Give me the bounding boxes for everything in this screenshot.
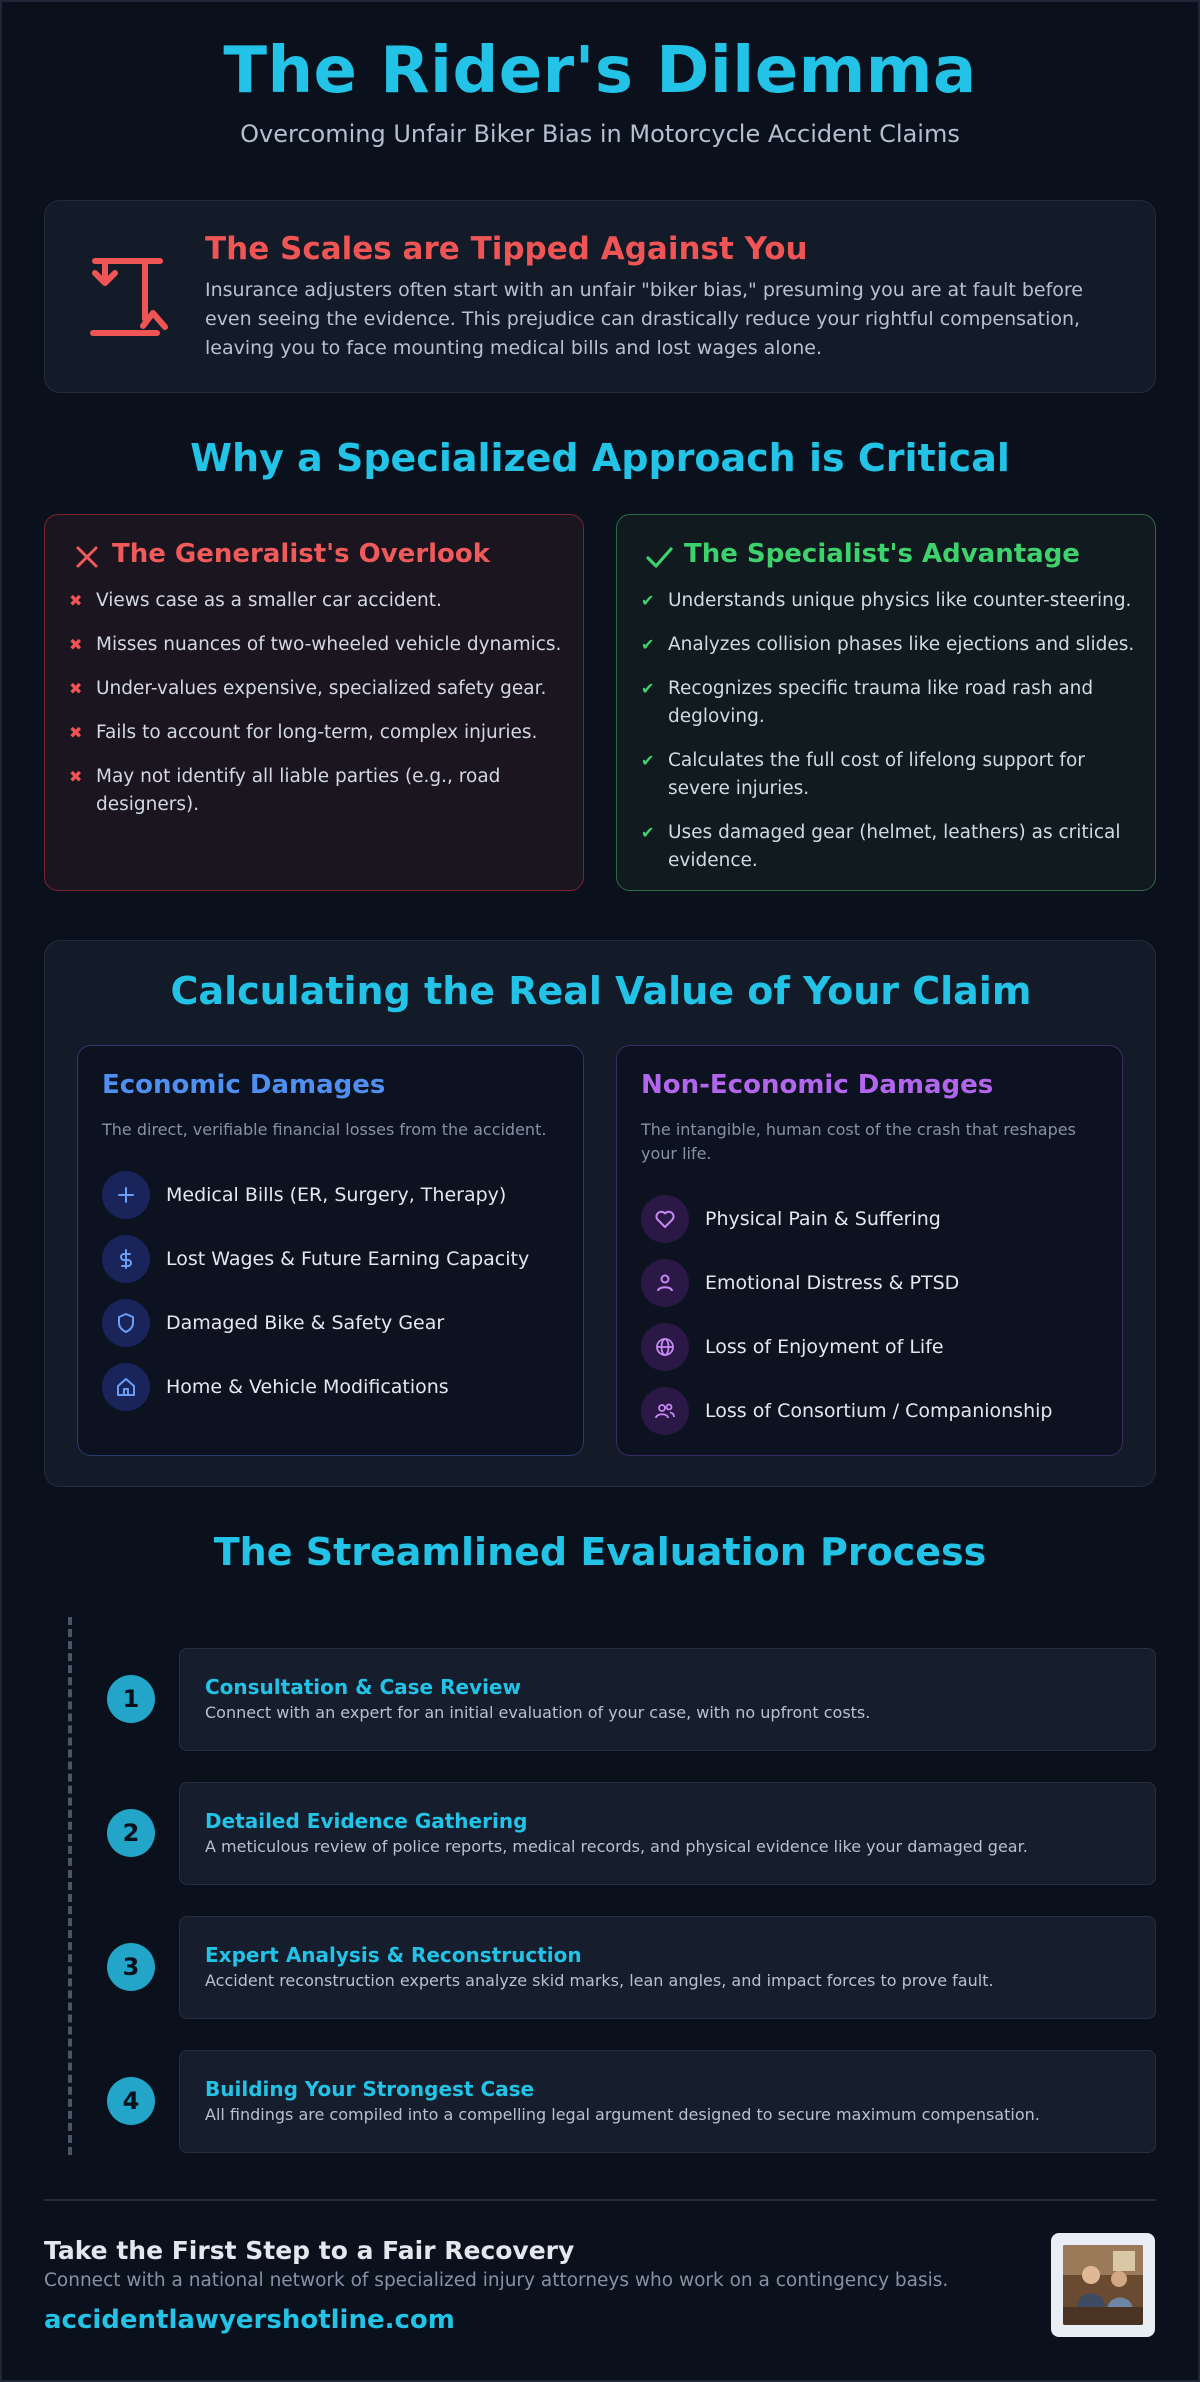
- consultation-photo: [1051, 2233, 1155, 2337]
- specialist-title: The Specialist's Advantage: [684, 539, 1080, 569]
- economic-description: The direct, verifiable financial losses …: [102, 1120, 547, 1139]
- non-economic-description: The intangible, human cost of the crash …: [641, 1120, 1076, 1163]
- users-icon: [641, 1387, 689, 1435]
- process-title: The Streamlined Evaluation Process: [213, 1530, 987, 1574]
- step-title: Detailed Evidence Gathering: [205, 1809, 528, 1833]
- user-icon: [641, 1259, 689, 1307]
- shield-icon: [102, 1299, 150, 1347]
- check-mark-icon: ✔: [641, 591, 655, 610]
- approach-title: Why a Specialized Approach is Critical: [190, 436, 1010, 480]
- list-item: ✖Views case as a smaller car accident.: [69, 587, 569, 615]
- check-mark-icon: ✔: [641, 679, 655, 698]
- page-title: The Rider's Dilemma: [223, 34, 977, 108]
- economic-damages-card: Economic Damages The direct, verifiable …: [77, 1045, 584, 1456]
- dollar-icon: [102, 1235, 150, 1283]
- website-link[interactable]: accidentlawyershotline.com: [44, 2305, 455, 2335]
- step-card: Consultation & Case Review Connect with …: [179, 1648, 1156, 1751]
- list-item: Damaged Bike & Safety Gear: [102, 1291, 572, 1355]
- footer-subtitle: Connect with a national network of speci…: [44, 2270, 949, 2291]
- list-item: ✔Calculates the full cost of lifelong su…: [641, 747, 1141, 803]
- cross-mark-icon: ✖: [69, 767, 83, 786]
- non-economic-title: Non-Economic Damages: [641, 1070, 994, 1100]
- step-title: Building Your Strongest Case: [205, 2077, 535, 2101]
- list-item: Loss of Enjoyment of Life: [641, 1315, 1111, 1379]
- page-subtitle: Overcoming Unfair Biker Bias in Motorcyc…: [240, 120, 960, 148]
- list-item: ✖Under-values expensive, specialized saf…: [69, 675, 569, 703]
- specialist-card: The Specialist's Advantage ✔Understands …: [616, 514, 1156, 891]
- list-item: Home & Vehicle Modifications: [102, 1355, 572, 1419]
- step-number: 1: [107, 1675, 155, 1723]
- globe-icon: [641, 1323, 689, 1371]
- bias-title: The Scales are Tipped Against You: [205, 231, 808, 267]
- list-item: ✖Fails to account for long-term, complex…: [69, 719, 569, 747]
- cross-mark-icon: ✖: [69, 635, 83, 654]
- list-item: Medical Bills (ER, Surgery, Therapy): [102, 1163, 572, 1227]
- claim-value-section: Calculating the Real Value of Your Claim…: [44, 940, 1156, 1487]
- step-card: Building Your Strongest Case All finding…: [179, 2050, 1156, 2153]
- check-mark-icon: ✔: [641, 823, 655, 842]
- list-item: ✔Understands unique physics like counter…: [641, 587, 1141, 615]
- cross-mark-icon: ✖: [69, 679, 83, 698]
- bias-card: The Scales are Tipped Against You Insura…: [44, 200, 1156, 393]
- timeline-line: [68, 1617, 72, 2155]
- consultation-image: [1063, 2245, 1143, 2325]
- step-number: 3: [107, 1943, 155, 1991]
- home-icon: [102, 1363, 150, 1411]
- footer-title: Take the First Step to a Fair Recovery: [44, 2236, 575, 2265]
- check-mark-icon: ✔: [641, 635, 655, 654]
- list-item: ✔Analyzes collision phases like ejection…: [641, 631, 1141, 659]
- bias-text: Insurance adjusters often start with an …: [205, 279, 1083, 359]
- step-title: Consultation & Case Review: [205, 1675, 521, 1699]
- list-item: Physical Pain & Suffering: [641, 1187, 1111, 1251]
- x-icon: [76, 546, 98, 568]
- non-economic-damages-card: Non-Economic Damages The intangible, hum…: [616, 1045, 1123, 1456]
- heart-icon: [641, 1195, 689, 1243]
- list-item: ✔Uses damaged gear (helmet, leathers) as…: [641, 819, 1141, 875]
- cross-mark-icon: ✖: [69, 723, 83, 742]
- list-item: Lost Wages & Future Earning Capacity: [102, 1227, 572, 1291]
- step-text: All findings are compiled into a compell…: [205, 2105, 1040, 2124]
- check-mark-icon: ✔: [641, 751, 655, 770]
- footer-divider: [44, 2199, 1156, 2201]
- list-item: ✖Misses nuances of two-wheeled vehicle d…: [69, 631, 569, 659]
- step-card: Detailed Evidence Gathering A meticulous…: [179, 1782, 1156, 1885]
- specialist-list: ✔Understands unique physics like counter…: [641, 587, 1141, 891]
- step-title: Expert Analysis & Reconstruction: [205, 1943, 582, 1967]
- generalist-list: ✖Views case as a smaller car accident. ✖…: [69, 587, 569, 835]
- claim-value-title: Calculating the Real Value of Your Claim: [170, 969, 1032, 1013]
- cross-mark-icon: ✖: [69, 591, 83, 610]
- step-number: 2: [107, 1809, 155, 1857]
- list-item: ✖May not identify all liable parties (e.…: [69, 763, 569, 819]
- generalist-title: The Generalist's Overlook: [112, 539, 491, 569]
- step-text: Connect with an expert for an initial ev…: [205, 1703, 871, 1722]
- list-item: Loss of Consortium / Companionship: [641, 1379, 1111, 1443]
- step-text: A meticulous review of police reports, m…: [205, 1837, 1028, 1856]
- step-card: Expert Analysis & Reconstruction Acciden…: [179, 1916, 1156, 2019]
- step-text: Accident reconstruction experts analyze …: [205, 1971, 994, 1990]
- step-number: 4: [107, 2077, 155, 2125]
- list-item: Emotional Distress & PTSD: [641, 1251, 1111, 1315]
- economic-title: Economic Damages: [102, 1070, 386, 1100]
- checkmark-icon: [646, 547, 673, 568]
- list-item: ✔Recognizes specific trauma like road ra…: [641, 675, 1141, 731]
- generalist-card: The Generalist's Overlook ✖Views case as…: [44, 514, 584, 891]
- tipped-scales-icon: [90, 258, 168, 336]
- plus-icon: [102, 1171, 150, 1219]
